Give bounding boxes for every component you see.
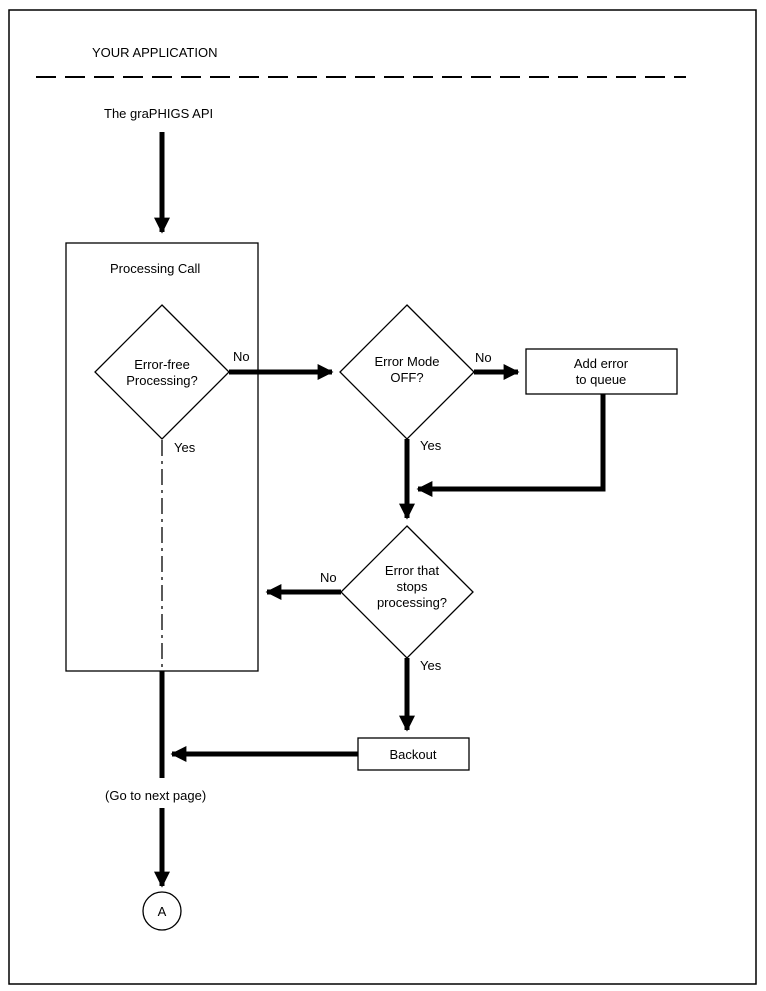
error-free-decision-line2: Processing? xyxy=(126,373,198,388)
stops-processing-no-label: No xyxy=(320,570,337,585)
api-label: The graPHIGS API xyxy=(104,106,213,121)
processing-call-title: Processing Call xyxy=(110,261,200,276)
off-page-connector-label: A xyxy=(158,904,167,919)
error-free-yes-label: Yes xyxy=(174,440,196,455)
go-to-next-page-label: (Go to next page) xyxy=(105,788,206,803)
add-error-line1: Add error xyxy=(574,356,629,371)
page-frame xyxy=(8,9,757,985)
stops-processing-line3: processing? xyxy=(377,595,447,610)
application-label: YOUR APPLICATION xyxy=(92,45,217,60)
stops-processing-yes-label: Yes xyxy=(420,658,442,673)
add-error-to-queue-box xyxy=(525,348,678,395)
stops-processing-line2: stops xyxy=(396,579,428,594)
error-free-no-label: No xyxy=(233,349,250,364)
error-free-decision-line1: Error-free xyxy=(134,357,190,372)
error-free-decision xyxy=(94,304,230,440)
off-page-connector-a xyxy=(142,891,182,931)
error-mode-yes-label: Yes xyxy=(420,438,442,453)
backout-box xyxy=(357,737,470,771)
add-error-return-arrow xyxy=(416,394,606,498)
stops-processing-line1: Error that xyxy=(385,563,440,578)
backout-label: Backout xyxy=(390,747,437,762)
error-mode-decision-line2: OFF? xyxy=(390,370,423,385)
add-error-line2: to queue xyxy=(576,372,627,387)
error-mode-no-label: No xyxy=(475,350,492,365)
error-mode-decision-line1: Error Mode xyxy=(374,354,439,369)
